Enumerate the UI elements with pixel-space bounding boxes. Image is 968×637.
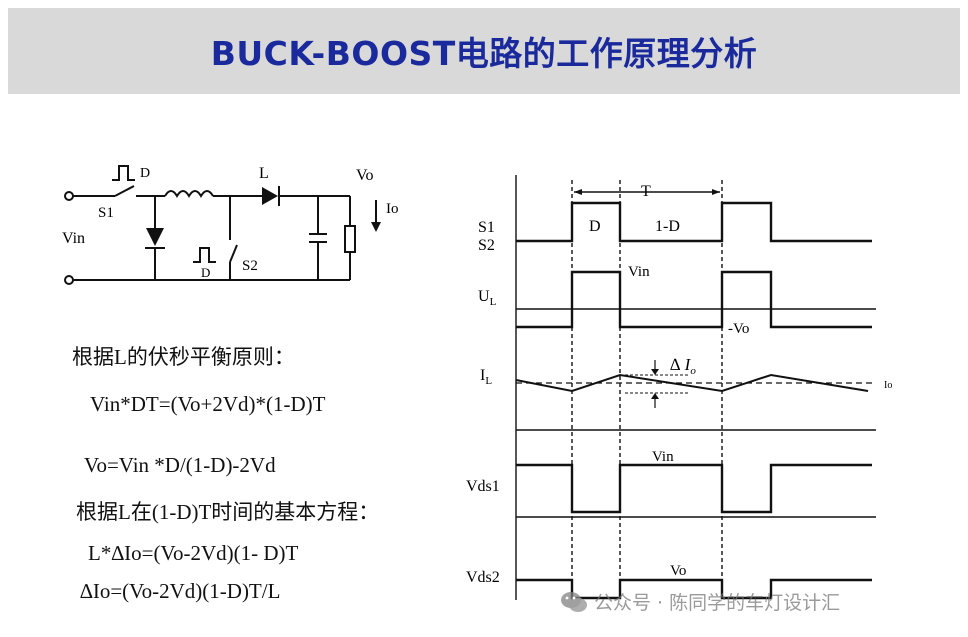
page-title: BUCK-BOOST电路的工作原理分析 bbox=[210, 34, 758, 73]
wave-label-duty: D bbox=[589, 218, 601, 235]
wave-label-ul-neg-vo: -Vo bbox=[728, 321, 749, 337]
wave-label-s2: S2 bbox=[478, 237, 495, 254]
wave-label-il: IL bbox=[480, 367, 492, 387]
wave-label-ul-vin: Vin bbox=[628, 264, 650, 280]
wave-label-vds2-vo: Vo bbox=[670, 563, 686, 579]
wave-label-vds2: Vds2 bbox=[466, 569, 500, 586]
wave-label-s1: S1 bbox=[478, 219, 495, 236]
wave-label-vds1-vin: Vin bbox=[652, 449, 674, 465]
circuit-label-d-bottom: D bbox=[201, 265, 210, 280]
s1-waveform bbox=[516, 201, 872, 243]
wechat-icon bbox=[561, 591, 587, 612]
equation-2: Vo=Vin *D/(1-D)-2Vd bbox=[84, 453, 276, 477]
wave-label-delta-io: ∆ Io bbox=[670, 355, 696, 377]
io-arrow-head bbox=[371, 222, 381, 232]
circuit-label-s2: S2 bbox=[242, 258, 258, 274]
equation-1: Vin*DT=(Vo+2Vd)*(1-D)T bbox=[90, 392, 326, 416]
vds1-waveform bbox=[516, 463, 872, 514]
circuit-label-s1: S1 bbox=[98, 205, 114, 221]
analysis-heading-1: 根据L的伏秒平衡原则： bbox=[72, 345, 295, 369]
ul-waveform bbox=[516, 270, 872, 329]
circuit-label-l: L bbox=[259, 165, 269, 182]
circuit-label-d-top: D bbox=[140, 166, 150, 181]
circuit-label-io: Io bbox=[386, 201, 399, 217]
equation-3: L*∆Io=(Vo-2Vd)(1- D)T bbox=[88, 541, 299, 565]
wave-label-period: T bbox=[641, 183, 651, 200]
series-diode bbox=[262, 187, 278, 205]
title-bar: BUCK-BOOST电路的工作原理分析 bbox=[8, 8, 960, 94]
wave-label-one-minus-d: 1-D bbox=[655, 218, 680, 235]
vds2-waveform bbox=[516, 578, 872, 600]
circuit-label-vo: Vo bbox=[356, 167, 374, 184]
freewheel-diode bbox=[146, 228, 164, 246]
wave-label-vds1: Vds1 bbox=[466, 478, 500, 495]
circuit-label-vin: Vin bbox=[62, 230, 85, 247]
watermark: 公众号 · 陈同学的车灯设计汇 bbox=[560, 588, 840, 615]
wave-label-ul: UL bbox=[478, 288, 497, 308]
equation-4: ∆Io=(Vo-2Vd)(1-D)T/L bbox=[80, 579, 281, 603]
wave-label-io: Io bbox=[884, 380, 892, 391]
analysis-heading-2: 根据L在(1-D)T时间的基本方程： bbox=[76, 500, 380, 524]
watermark-text: 公众号 · 陈同学的车灯设计汇 bbox=[594, 592, 841, 614]
